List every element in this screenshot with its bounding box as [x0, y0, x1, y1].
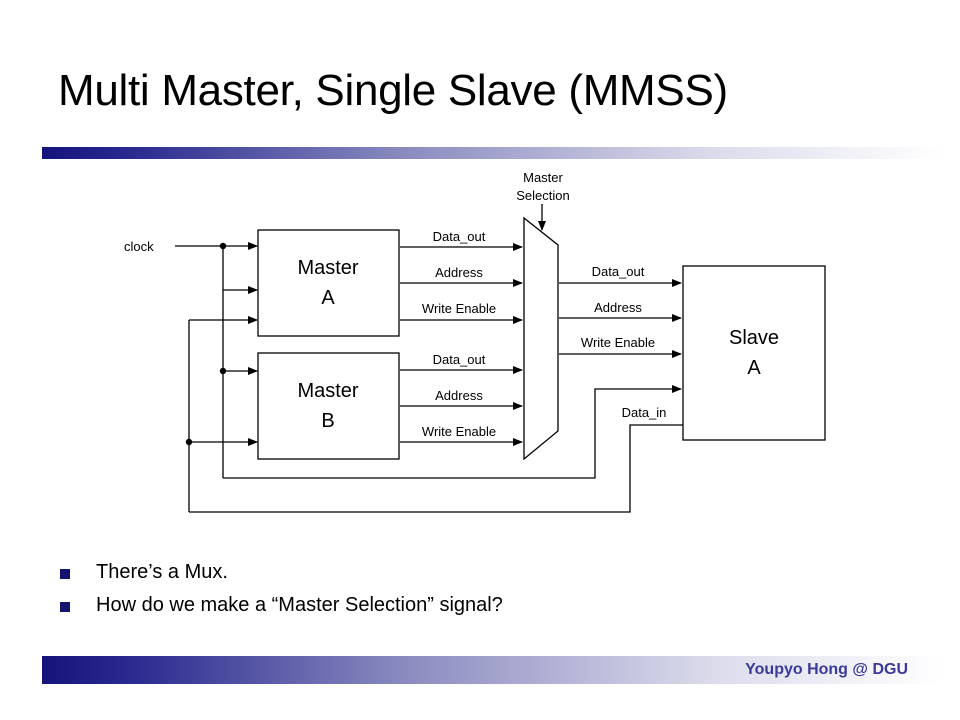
- master-a-block: [257, 229, 400, 337]
- master-a-label-2: A: [321, 287, 335, 309]
- master-b-write-enable-label: Write Enable: [422, 424, 496, 439]
- master-b-address-label: Address: [435, 388, 483, 403]
- master-b-label: Master: [297, 380, 358, 402]
- master-b-label-2: B: [321, 410, 334, 432]
- bullet-item: There’s a Mux.: [60, 558, 503, 591]
- master-a-write-enable-label: Write Enable: [422, 301, 496, 316]
- master-b-data-out-label: Data_out: [433, 352, 486, 367]
- mux-block: [523, 216, 559, 461]
- slave-address-label: Address: [594, 300, 642, 315]
- slave-a-block: [682, 265, 826, 441]
- bullet-list: There’s a Mux. How do we make a “Master …: [60, 558, 503, 624]
- bullet-square-icon: [60, 569, 70, 579]
- bullet-square-icon: [60, 602, 70, 612]
- master-b-block: [257, 352, 400, 460]
- master-selection-label-2: Selection: [516, 188, 569, 203]
- title-divider: [42, 147, 942, 159]
- data-in-label: Data_in: [622, 405, 667, 420]
- master-a-data-out-label: Data_out: [433, 229, 486, 244]
- master-a-label: Master: [297, 257, 358, 279]
- slave-a-label-2: A: [747, 357, 761, 379]
- master-selection-label: Master: [523, 170, 563, 185]
- bullet-text: How do we make a “Master Selection” sign…: [96, 594, 503, 616]
- bullet-item: How do we make a “Master Selection” sign…: [60, 591, 503, 624]
- slave-a-label: Slave: [729, 327, 779, 349]
- master-a-address-label: Address: [435, 265, 483, 280]
- bullet-text: There’s a Mux.: [96, 561, 228, 583]
- footer-credit: Youpyo Hong @ DGU: [745, 661, 908, 678]
- slave-write-enable-label: Write Enable: [581, 335, 655, 350]
- footer-bar: [42, 656, 942, 684]
- slave-data-out-label: Data_out: [592, 264, 645, 279]
- clock-label: clock: [124, 239, 154, 254]
- slide-title: Multi Master, Single Slave (MMSS): [58, 66, 728, 115]
